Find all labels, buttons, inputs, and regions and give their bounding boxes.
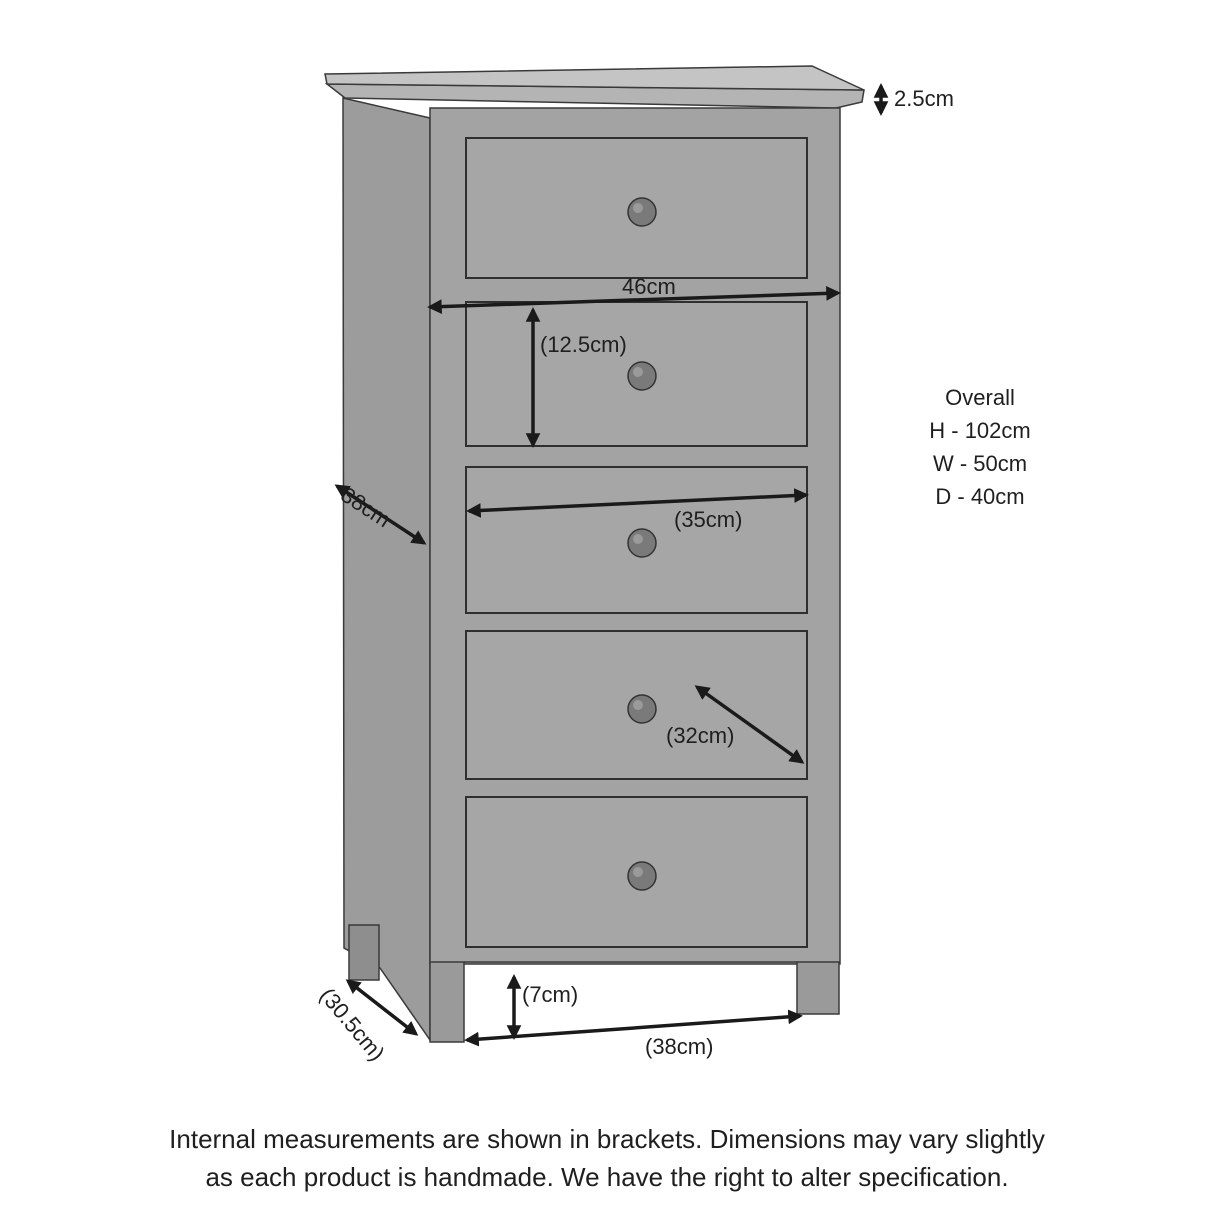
overall-width: W - 50cm xyxy=(932,451,1028,476)
overall-height: H - 102cm xyxy=(929,418,1031,443)
drawer-knob-1 xyxy=(627,197,657,227)
label-top-thickness: 2.5cm xyxy=(894,86,954,111)
overall-dimensions: Overall H - 102cm W - 50cm D - 40cm xyxy=(905,381,1055,513)
label-drawer-height-internal: (12.5cm) xyxy=(540,332,627,357)
drawer-knob-highlight-1 xyxy=(633,203,643,213)
arrow-side-depth xyxy=(334,484,427,545)
arrow-base-depth xyxy=(345,979,419,1036)
label-base-width: (38cm) xyxy=(645,1034,714,1059)
front-right-leg xyxy=(796,961,840,1015)
arrow-drawer-depth-internal xyxy=(694,685,805,764)
note-line-1: Internal measurements are shown in brack… xyxy=(169,1124,1045,1154)
drawer-knob-3 xyxy=(627,528,657,558)
arrow-drawer-width-outer xyxy=(427,286,841,314)
drawer-knob-4 xyxy=(627,694,657,724)
drawer-knob-highlight-3 xyxy=(633,534,643,544)
arrow-base-width xyxy=(464,1009,803,1047)
drawer-knob-highlight-2 xyxy=(633,367,643,377)
overall-depth: D - 40cm xyxy=(935,484,1025,509)
back-leg xyxy=(348,924,380,981)
note-line-2: as each product is handmade. We have the… xyxy=(205,1162,1009,1192)
drawer-group xyxy=(465,137,808,948)
drawer-knob-2 xyxy=(627,361,657,391)
drawer-knob-highlight-5 xyxy=(633,867,643,877)
drawer-knob-highlight-4 xyxy=(633,700,643,710)
dimension-arrows xyxy=(334,83,889,1047)
overall-title: Overall xyxy=(945,385,1015,410)
label-drawer-depth-internal: (32cm) xyxy=(666,723,735,748)
label-leg-height: (7cm) xyxy=(522,982,579,1007)
label-drawer-width-internal: (35cm) xyxy=(674,507,743,532)
drawer-knob-5 xyxy=(627,861,657,891)
cabinet-side-panel xyxy=(342,97,431,1043)
measurement-note: Internal measurements are shown in brack… xyxy=(0,1120,1214,1196)
arrow-drawer-width-internal xyxy=(466,488,809,518)
cabinet-top-surface xyxy=(324,65,865,91)
label-drawer-width-outer: 46cm xyxy=(622,274,676,299)
front-left-leg xyxy=(429,961,465,1043)
